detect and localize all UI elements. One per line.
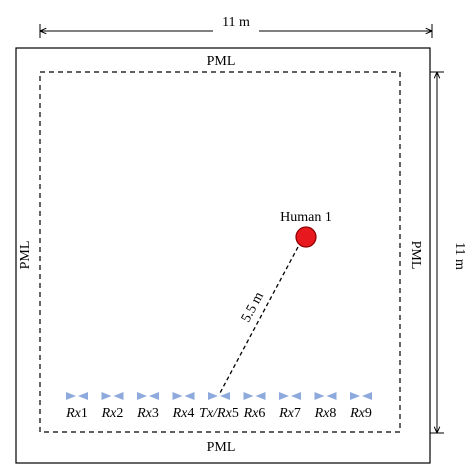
- antenna-9-icon-left: [350, 392, 360, 400]
- antenna-9-label: Rx9: [349, 406, 372, 421]
- antenna-8-icon-right: [326, 392, 337, 400]
- antenna-1-label: Rx1: [65, 406, 88, 421]
- pml-label-left: PML: [18, 241, 33, 270]
- height-dimension-label: 11 m: [452, 242, 467, 270]
- width-dimension-label: 11 m: [222, 15, 250, 30]
- antenna-6-icon-left: [243, 392, 254, 400]
- antenna-7-icon-right: [291, 392, 301, 400]
- antenna-8-icon-left: [314, 392, 325, 400]
- pml-label-bottom: PML: [207, 440, 236, 455]
- antenna-3-icon-left: [137, 392, 147, 400]
- distance-line: [219, 246, 299, 394]
- human-label: Human 1: [280, 210, 332, 225]
- antenna-6-label: Rx6: [243, 406, 266, 421]
- antenna-7: Rx7: [278, 392, 301, 421]
- antenna-6-icon-right: [255, 392, 266, 400]
- human-marker: [295, 226, 317, 248]
- outer-domain-boundary: [15, 47, 431, 464]
- antenna-2: Rx2: [101, 392, 124, 421]
- antenna-5: Tx/Rx5: [199, 392, 239, 421]
- antenna-array: Rx1 Rx2 Rx3 Rx4 Tx/Rx5 Rx6 Rx7 Rx8 Rx9: [65, 392, 372, 421]
- antenna-5-label: Tx/Rx5: [199, 406, 239, 421]
- antenna-4-label: Rx4: [172, 406, 195, 421]
- distance-label: 5.5 m: [239, 290, 267, 325]
- antenna-1-icon-right: [78, 392, 88, 400]
- pml-label-right: PML: [408, 241, 423, 270]
- pml-label-top: PML: [207, 54, 236, 69]
- pml-inner-boundary: [39, 71, 401, 433]
- antenna-8: Rx8: [314, 392, 337, 421]
- antenna-8-label: Rx8: [314, 406, 337, 421]
- antenna-1: Rx1: [65, 392, 88, 421]
- antenna-9: Rx9: [349, 392, 372, 421]
- antenna-3-label: Rx3: [136, 406, 159, 421]
- width-label-bg: [213, 22, 259, 38]
- antenna-5-icon-left: [208, 392, 218, 400]
- antenna-4: Rx4: [172, 392, 195, 421]
- antenna-6: Rx6: [243, 392, 266, 421]
- antenna-4-icon-right: [184, 392, 195, 400]
- antenna-2-label: Rx2: [101, 406, 124, 421]
- antenna-2-icon-left: [101, 392, 112, 400]
- antenna-7-label: Rx7: [278, 406, 301, 421]
- antenna-9-icon-right: [362, 392, 372, 400]
- antenna-3: Rx3: [136, 392, 159, 421]
- antenna-4-icon-left: [172, 392, 183, 400]
- antenna-7-icon-left: [279, 392, 289, 400]
- antenna-2-icon-right: [113, 392, 124, 400]
- antenna-3-icon-right: [149, 392, 159, 400]
- antenna-1-icon-left: [66, 392, 76, 400]
- antenna-5-icon-right: [220, 392, 230, 400]
